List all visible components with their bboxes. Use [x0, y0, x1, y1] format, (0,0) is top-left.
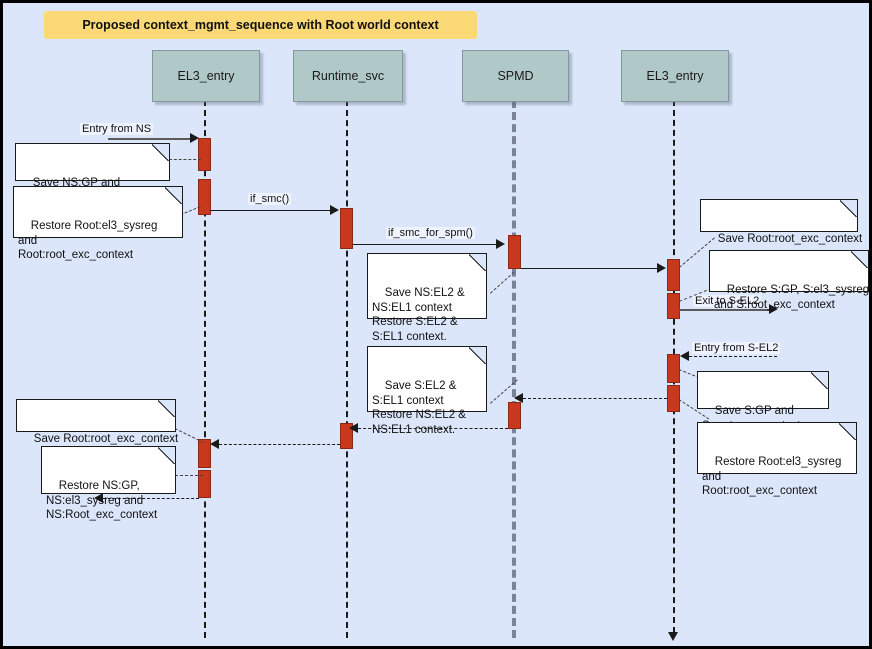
note-connector-1	[169, 159, 201, 160]
message-arrowhead-entry-from-s-el2	[680, 351, 689, 361]
message-line-el3-right-to-spmd-return	[523, 398, 667, 399]
note-text: Save NS:EL2 & NS:EL1 context Restore S:E…	[372, 287, 465, 343]
activation-el3-right-2	[667, 293, 680, 319]
message-line-entry-from-ns	[108, 138, 192, 140]
note-save-ns-gp: Save NS:GP and NS:Root_exc_context	[15, 143, 170, 204]
note-connector-10	[175, 475, 203, 476]
note-fold-icon	[469, 254, 486, 271]
note-fold-icon	[158, 400, 175, 417]
note-fold-icon	[839, 423, 856, 440]
lifeline-el3-entry-left	[204, 100, 206, 638]
note-text: Save Root:root_exc_context	[33, 433, 179, 445]
message-label-exit-to-s-el2: Exit to S-EL2	[693, 295, 762, 307]
activation-el3-left-4	[198, 470, 211, 498]
note-restore-root-el3-sysreg: Restore Root:el3_sysreg and Root:root_ex…	[13, 186, 183, 261]
note-restore-ns-gp: Restore NS:GP, NS:el3_sysreg and NS:Root…	[41, 446, 176, 521]
note-fold-icon	[851, 251, 868, 268]
note-text: Restore S:GP, S:el3_sysreg and S:root_ex…	[714, 284, 870, 311]
note-fold-icon	[840, 200, 857, 217]
page-title: Proposed context_mgmt_sequence with Root…	[82, 18, 439, 32]
message-arrowhead-if-smc	[330, 205, 339, 215]
note-restore-root-el3-sysreg-right: Restore Root:el3_sysreg and Root:root_ex…	[697, 422, 857, 497]
note-fold-icon	[165, 187, 182, 204]
message-arrowhead-el3-left-exit-return	[94, 493, 103, 503]
message-label-if-smc-for-spm: if_smc_for_spm()	[386, 227, 475, 239]
message-label-entry-from-ns: Entry from NS	[80, 123, 154, 135]
message-line-exit-to-s-el2	[679, 309, 771, 311]
note-fold-icon	[811, 372, 828, 389]
message-arrowhead-spmd-to-runtime-return	[349, 423, 358, 433]
participant-runtime-svc[interactable]: Runtime_svc	[293, 50, 403, 102]
participant-el3-entry-right[interactable]: EL3_entry	[621, 50, 729, 102]
note-text: Restore NS:GP, NS:el3_sysreg and NS:Root…	[46, 480, 158, 521]
message-label-entry-from-s-el2: Entry from S-EL2	[692, 342, 781, 354]
note-connector-3	[490, 271, 515, 294]
note-connector-9	[174, 428, 204, 443]
activation-spmd-2	[508, 402, 521, 429]
message-line-entry-from-s-el2	[689, 356, 777, 357]
note-save-s-gp: Save S:GP and S:root_exc_context	[697, 371, 829, 432]
note-text: Restore Root:el3_sysreg and Root:root_ex…	[702, 456, 842, 497]
lifeline-spmd	[512, 100, 516, 638]
diagram-title-banner: Proposed context_mgmt_sequence with Root…	[44, 11, 477, 39]
activation-el3-left-1	[198, 138, 211, 171]
message-arrowhead-el3-right-to-spmd-return	[514, 393, 523, 403]
message-arrowhead-if-smc-for-spm	[496, 239, 505, 249]
activation-spmd-1	[508, 235, 521, 269]
participant-label: EL3_entry	[177, 69, 235, 83]
participant-label: SPMD	[497, 69, 534, 83]
message-arrowhead-exit-to-s-el2	[769, 304, 778, 314]
message-line-spmd-to-el3-right	[521, 268, 659, 269]
message-label-if-smc: if_smc()	[248, 193, 292, 205]
activation-runtime-svc-1	[340, 208, 353, 249]
message-line-runtime-to-el3-left-return	[219, 444, 340, 445]
activation-el3-left-3	[198, 439, 211, 468]
note-fold-icon	[152, 144, 169, 161]
message-arrowhead-spmd-to-el3-right	[657, 263, 666, 273]
note-fold-icon	[469, 347, 486, 364]
note-save-root-exc-context-lower: Save Root:root_exc_context	[16, 399, 178, 445]
message-line-spmd-to-runtime-return	[358, 428, 508, 429]
activation-el3-right-3	[667, 354, 680, 383]
activation-el3-right-1	[667, 259, 680, 291]
note-text: Save Root:root_exc_context	[717, 233, 863, 245]
note-restore-s-gp: Restore S:GP, S:el3_sysreg and S:root_ex…	[709, 250, 869, 311]
participant-el3-entry-left[interactable]: EL3_entry	[152, 50, 260, 102]
message-line-if-smc	[210, 210, 332, 211]
participant-label: Runtime_svc	[311, 69, 385, 83]
note-text: Restore Root:el3_sysreg and Root:root_ex…	[18, 220, 158, 261]
lifeline-end-arrow-icon	[668, 632, 678, 641]
participant-spmd[interactable]: SPMD	[462, 50, 569, 102]
activation-el3-left-2	[198, 179, 211, 215]
participant-label: EL3_entry	[646, 69, 704, 83]
activation-el3-right-4	[667, 385, 680, 412]
note-text: Save S:EL2 & S:EL1 context Restore NS:EL…	[372, 380, 466, 436]
note-save-ns-el2-restore-s-el2: Save NS:EL2 & NS:EL1 context Restore S:E…	[367, 253, 487, 343]
note-fold-icon	[158, 447, 175, 464]
message-arrowhead-entry-from-ns	[190, 133, 199, 143]
message-line-el3-left-exit-return	[103, 498, 199, 499]
note-save-root-exc-context-upper: Save Root:root_exc_context	[700, 199, 862, 245]
lifeline-runtime-svc	[346, 100, 348, 638]
message-arrowhead-runtime-to-el3-left-return	[210, 439, 219, 449]
note-save-s-el2-restore-ns-el2: Save S:EL2 & S:EL1 context Restore NS:EL…	[367, 346, 487, 436]
message-line-if-smc-for-spm	[353, 244, 498, 245]
